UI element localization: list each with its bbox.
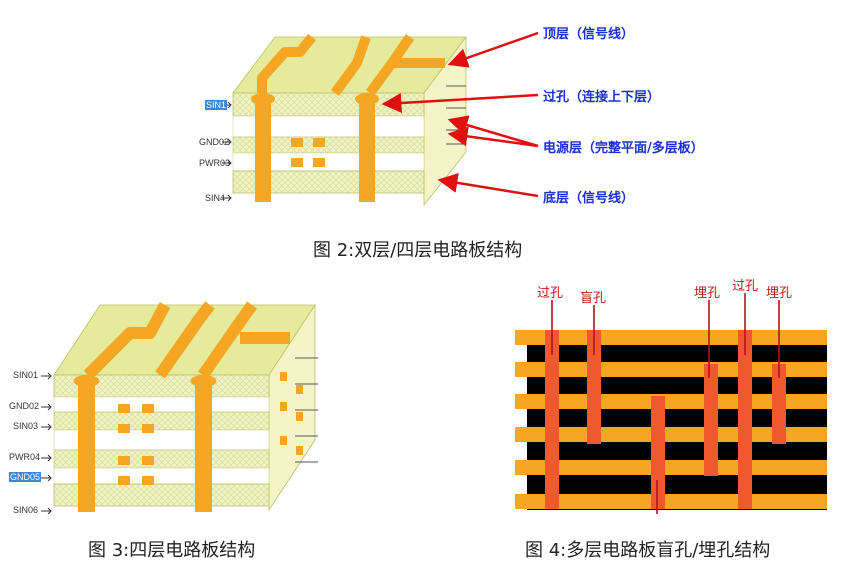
fig3-layer-sin01: SIN01 bbox=[13, 370, 39, 380]
fig4-label-via-1: 过孔 bbox=[537, 286, 564, 301]
figure2-caption: 图 2:双层/四层电路板结构 bbox=[313, 240, 523, 261]
fig3-layer-sin03: SIN03 bbox=[13, 421, 39, 431]
fig2-layer-sin1: SIN1 bbox=[205, 100, 228, 110]
fig3-layer-gnd02: GND02 bbox=[9, 401, 40, 411]
fig2-annotation-power-layer: 电源层（完整平面/多层板） bbox=[543, 141, 704, 156]
figure3-layer-arrows bbox=[41, 372, 52, 515]
figure3-board bbox=[53, 301, 318, 512]
figure2-board bbox=[232, 33, 467, 207]
figure3-caption: 图 3:四层电路板结构 bbox=[88, 540, 256, 561]
fig2-annotation-top-layer: 顶层（信号线） bbox=[543, 27, 635, 42]
fig3-layer-sin06: SIN06 bbox=[13, 505, 39, 515]
figure2-annotation-arrows bbox=[381, 31, 539, 198]
fig2-layer-pwr03: PWR03 bbox=[199, 158, 231, 168]
figure4-caption: 图 4:多层电路板盲孔/埋孔结构 bbox=[525, 540, 771, 561]
fig4-label-via-2: 过孔 bbox=[732, 279, 759, 294]
fig3-layer-pwr04: PWR04 bbox=[9, 452, 41, 462]
fig2-annotation-via: 过孔（连接上下层） bbox=[543, 90, 661, 105]
fig2-annotation-bottom-layer: 底层（信号线） bbox=[543, 191, 635, 206]
fig4-label-buried-via-2: 埋孔 bbox=[766, 286, 793, 301]
fig4-label-blind-via: 盲孔 bbox=[580, 291, 607, 306]
figure2-layer-arrows bbox=[222, 101, 232, 202]
fig2-layer-gnd02: GND02 bbox=[199, 137, 230, 147]
fig2-layer-sin4: SIN4 bbox=[205, 193, 226, 203]
figure4-stack bbox=[515, 293, 827, 514]
fig3-layer-gnd05: GND05 bbox=[9, 472, 42, 482]
fig4-label-buried-via-1: 埋孔 bbox=[694, 286, 721, 301]
